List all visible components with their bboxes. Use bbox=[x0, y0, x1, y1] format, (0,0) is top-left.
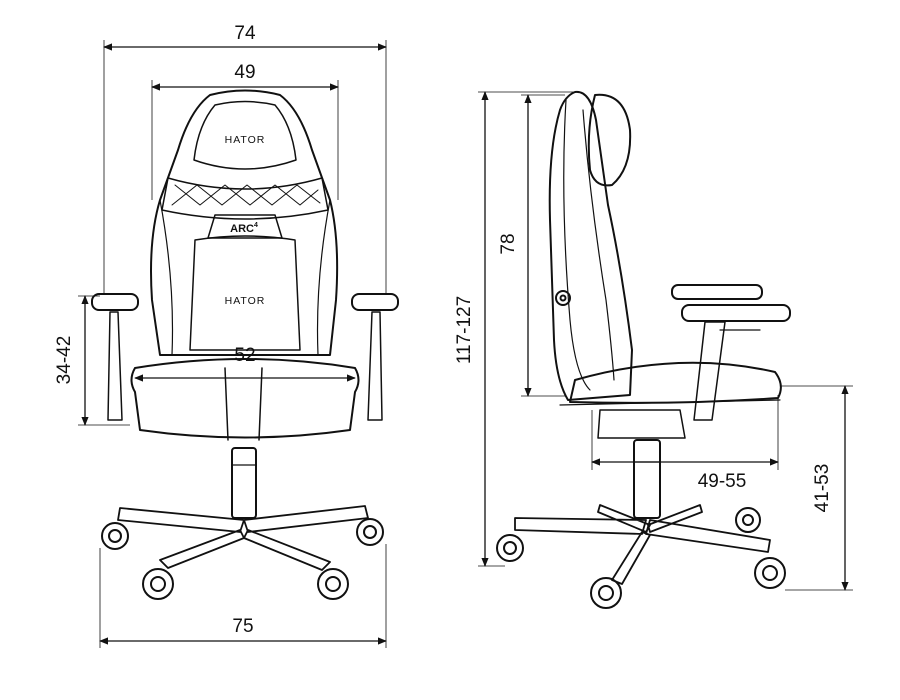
right-armrest-pad bbox=[351, 293, 399, 311]
dim-seat-depth: 49-55 bbox=[698, 471, 747, 492]
dim-backrest-height: 78 bbox=[498, 233, 519, 254]
front-view-chair bbox=[91, 89, 399, 600]
lumbar-panel bbox=[189, 235, 301, 351]
dim-total-height: 117-127 bbox=[454, 296, 475, 364]
dim-overall-width: 74 bbox=[234, 23, 256, 44]
front-gas-lift bbox=[231, 447, 257, 519]
dim-seat-width: 52 bbox=[234, 345, 255, 366]
side-armrest-lower bbox=[681, 304, 791, 322]
headrest-logo: HATOR bbox=[225, 134, 266, 146]
dim-backrest-width: 49 bbox=[234, 62, 255, 83]
side-headrest-pillow bbox=[587, 93, 632, 187]
side-dimensions bbox=[478, 91, 853, 591]
backrest-outline bbox=[150, 89, 339, 356]
dim-armrest-height: 34-42 bbox=[54, 336, 75, 385]
headrest-panel bbox=[193, 100, 297, 170]
side-gas-lift bbox=[633, 439, 661, 519]
side-backrest bbox=[548, 90, 633, 401]
seat-cushion bbox=[130, 358, 360, 439]
quilted-band bbox=[161, 177, 329, 220]
front-dimensions bbox=[78, 40, 387, 648]
series-badge: ARC4 bbox=[230, 222, 258, 235]
dim-base-width: 75 bbox=[232, 616, 253, 637]
front-casters bbox=[101, 518, 384, 600]
side-star-base bbox=[514, 504, 771, 585]
front-star-base bbox=[117, 505, 369, 571]
side-casters bbox=[496, 507, 786, 609]
side-view-chair bbox=[496, 90, 791, 609]
dim-seat-height: 41-53 bbox=[812, 464, 833, 513]
left-armrest-pad bbox=[91, 293, 139, 311]
lumbar-logo: HATOR bbox=[225, 295, 266, 307]
side-armrest-upper bbox=[671, 284, 763, 300]
